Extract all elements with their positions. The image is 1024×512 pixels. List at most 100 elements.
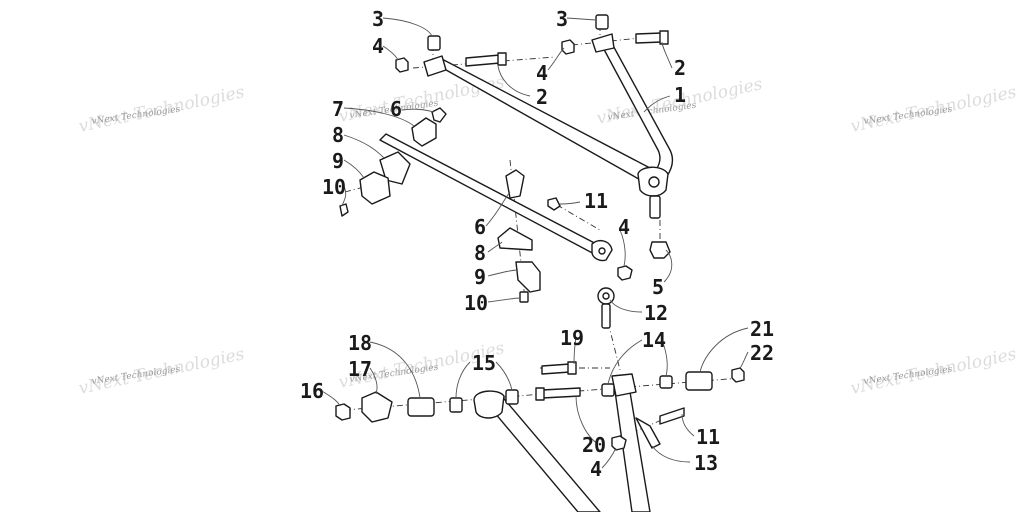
leader-line	[369, 341, 421, 399]
leader-line	[651, 445, 691, 463]
leader-line	[643, 95, 671, 113]
tie-rod-bar	[379, 133, 605, 257]
bushing-18	[407, 397, 435, 417]
spacer-14-right	[659, 375, 673, 389]
spacer-14-left	[601, 383, 615, 397]
callout-19: 19	[560, 326, 584, 350]
callout-17: 17	[348, 357, 372, 381]
leader-line	[343, 107, 415, 127]
centerline	[344, 184, 373, 193]
ball-joint-12-hole	[602, 292, 610, 300]
callout-8: 8	[474, 241, 486, 265]
ball-joint-12-shank	[601, 303, 611, 329]
bolt-20-head	[535, 387, 545, 401]
centerline	[556, 204, 601, 231]
leader-line	[663, 249, 673, 283]
leader-line	[382, 17, 433, 37]
callout-21: 21	[750, 317, 774, 341]
leader-line	[382, 45, 399, 61]
leader-line	[487, 241, 503, 253]
lower-a-arm	[473, 373, 661, 512]
bolt-2-front	[635, 32, 663, 44]
upper-rear-pivot-bracket	[423, 55, 447, 77]
bolt-2-front-head	[659, 30, 669, 45]
nut-4-lower	[611, 435, 627, 451]
clamp-9-middle	[515, 261, 541, 293]
nut-4-middle	[617, 265, 633, 281]
bolt-10-left	[339, 203, 349, 217]
callout-20: 20	[582, 433, 606, 457]
bushing-21	[685, 371, 713, 391]
leader-line	[401, 108, 435, 113]
mount-8-middle	[497, 227, 533, 251]
nut-4-rear	[395, 57, 409, 73]
lower-rear-pivot-boss	[473, 390, 505, 419]
bolt-2-rear-head	[497, 52, 507, 66]
bushing-3-front	[595, 14, 609, 30]
leader-line	[497, 65, 531, 97]
centerline	[412, 56, 556, 69]
leader-line	[487, 297, 521, 303]
centerline	[604, 309, 621, 371]
bushing-3-rear	[427, 35, 441, 51]
callout-10: 10	[464, 291, 488, 315]
leader-line	[739, 351, 749, 369]
bolt-20	[541, 387, 581, 399]
clamp-9-left	[359, 171, 391, 205]
callout-4: 4	[618, 215, 630, 239]
callout-6: 6	[474, 215, 486, 239]
leader-line	[343, 159, 365, 179]
ball-joint-12	[597, 287, 615, 329]
leader-line	[575, 395, 599, 445]
leader-line	[566, 17, 597, 21]
callout-2: 2	[674, 56, 686, 80]
callout-3: 3	[556, 7, 568, 31]
callout-13: 13	[694, 451, 718, 475]
leader-line	[699, 327, 749, 373]
callout-11: 11	[584, 189, 608, 213]
spacer-15-left	[449, 397, 463, 413]
spacer-15-right	[505, 389, 519, 405]
leader-line	[601, 447, 617, 469]
callout-14: 14	[642, 328, 666, 352]
callout-6: 6	[390, 97, 402, 121]
callout-7: 7	[332, 97, 344, 121]
callout-3: 3	[372, 7, 384, 31]
leader-line	[609, 299, 643, 313]
leader-line	[661, 339, 668, 377]
shock-mount-tab	[635, 417, 661, 449]
leader-line	[343, 134, 385, 159]
leader-line	[341, 185, 347, 207]
callout-11: 11	[696, 425, 720, 449]
leader-line	[681, 413, 695, 437]
leader-line	[619, 229, 626, 267]
leader-line	[607, 339, 643, 385]
callout-9: 9	[332, 149, 344, 173]
leader-line	[369, 367, 378, 395]
bracket-6-middle	[505, 169, 525, 199]
leader-line	[319, 389, 341, 407]
callout-1: 1	[674, 83, 686, 107]
bolt-19-head	[567, 361, 577, 375]
tie-rod-end-hole	[598, 247, 606, 255]
callout-18: 18	[348, 331, 372, 355]
bracket-6-upper	[431, 107, 447, 123]
upper-front-pivot-bracket	[591, 33, 615, 53]
leader-line	[661, 41, 673, 69]
leader-lines	[319, 17, 749, 469]
leader-line	[573, 336, 577, 365]
callout-9: 9	[474, 265, 486, 289]
leader-line	[495, 361, 513, 391]
callout-numbers: 3 4 3 4 2 2 1 7 6 8 9 10 11 6 4 8 5 9 10…	[300, 7, 774, 481]
callout-16: 16	[300, 379, 324, 403]
nut-22	[731, 367, 745, 383]
bolt-11-lower	[659, 407, 685, 425]
upper-a-arm	[423, 33, 674, 219]
clamp-7	[411, 117, 437, 147]
leader-line	[559, 201, 581, 205]
callout-4: 4	[372, 34, 384, 58]
callout-15: 15	[472, 351, 496, 375]
bolt-10-middle	[519, 291, 529, 303]
leader-line	[547, 47, 565, 71]
